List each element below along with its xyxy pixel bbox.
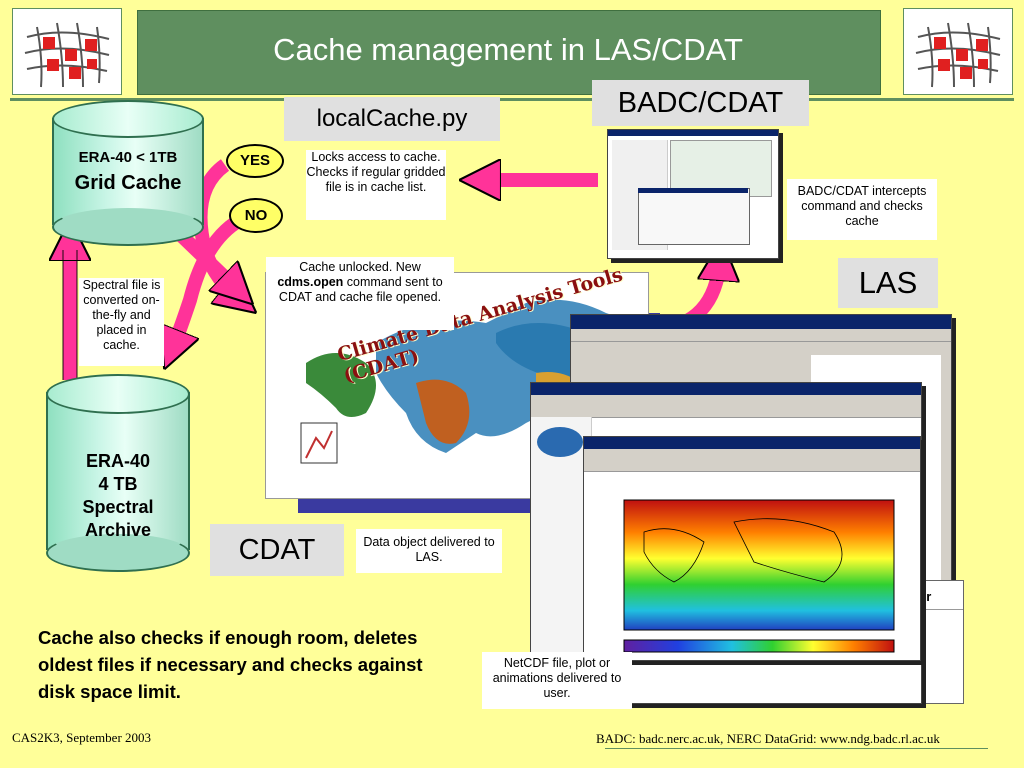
cdat-label: CDAT	[210, 524, 344, 576]
spectral-note: Spectral file is converted on-the-fly an…	[79, 278, 164, 366]
grid-cache-line2: Grid Cache	[74, 172, 182, 194]
user-label-fragment: er	[919, 589, 932, 604]
grid-cache-bottom	[52, 208, 204, 246]
cache-room-text: Cache also checks if enough room, delete…	[38, 627, 423, 702]
badc-cdat-screenshot	[607, 129, 779, 259]
yes-badge: YES	[226, 144, 284, 178]
grid-logo-right	[903, 8, 1013, 95]
cache-unlocked-note: Cache unlocked. New cdms.open command se…	[266, 257, 454, 330]
slide-title: Cache management in LAS/CDAT	[273, 32, 743, 67]
las-label: LAS	[838, 258, 938, 308]
arrow-no	[172, 213, 244, 350]
badc-cdat-label: BADC/CDAT	[592, 80, 809, 126]
temperature-map	[623, 499, 895, 653]
local-cache-label: localCache.py	[284, 97, 500, 141]
grid-logo-left	[12, 8, 122, 95]
las-plot-window	[583, 436, 921, 661]
grid-cache-line1: ERA-40 < 1TB	[78, 149, 178, 166]
netcdf-note: NetCDF file, plot or animations delivere…	[482, 652, 632, 709]
footer-underline	[605, 748, 988, 749]
title-underline	[10, 98, 1014, 101]
footer-right: BADC: badc.nerc.ac.uk, NERC DataGrid: ww…	[596, 731, 940, 746]
spectral-archive-label: ERA-40 4 TB Spectral Archive	[82, 451, 154, 540]
spectral-archive-top	[46, 374, 190, 414]
grid-cache-top	[52, 100, 204, 138]
intercepts-note: BADC/CDAT intercepts command and checks …	[787, 179, 937, 240]
spectral-archive-bottom	[46, 534, 190, 572]
spectral-archive-cylinder	[46, 392, 190, 550]
delivered-las-note: Data object delivered to LAS.	[356, 529, 502, 573]
locks-note: Locks access to cache. Checks if regular…	[306, 150, 446, 220]
no-badge: NO	[229, 198, 283, 233]
footer-left: CAS2K3, September 2003	[12, 730, 152, 745]
